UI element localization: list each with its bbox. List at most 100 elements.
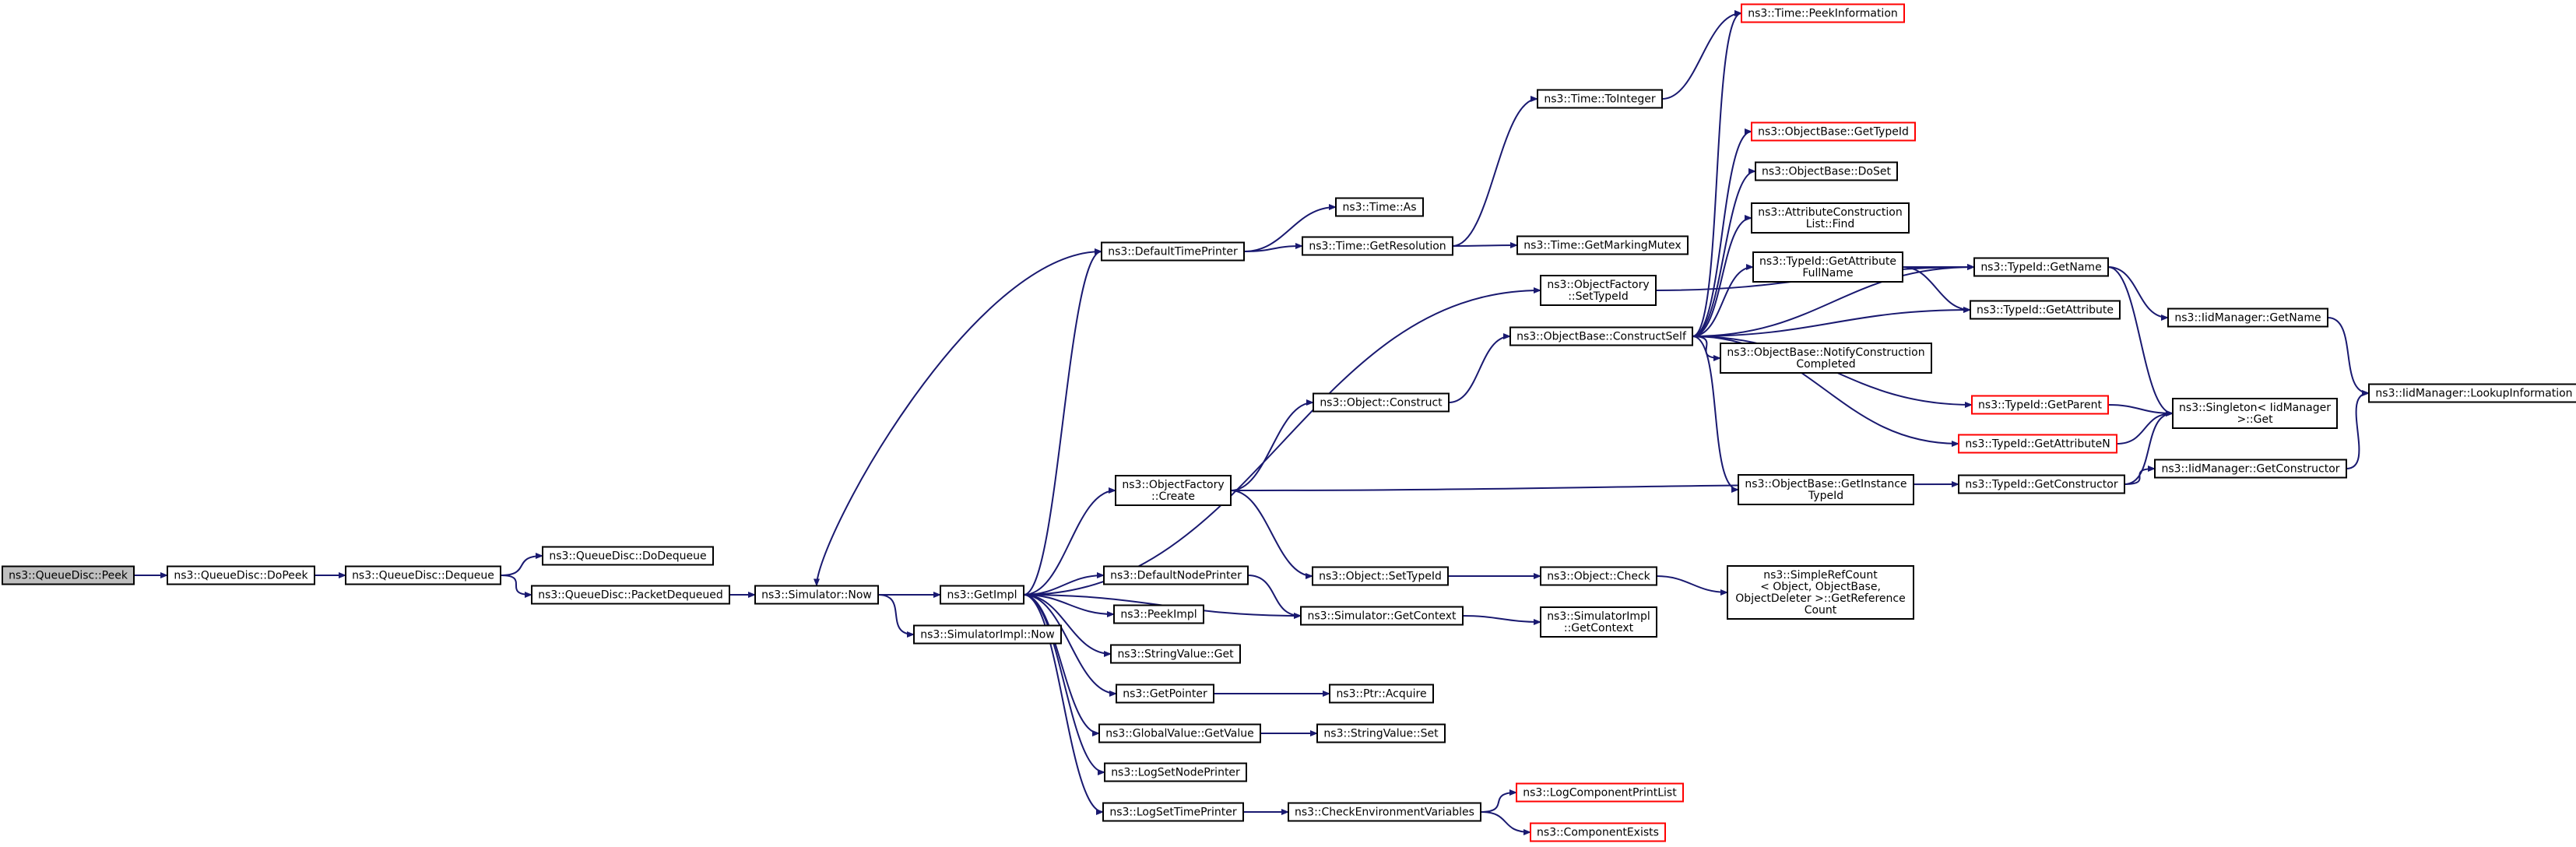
node-dodequeue[interactable]: ns3::QueueDisc::DoDequeue [542, 546, 714, 566]
node-globalvaluegetvalue[interactable]: ns3::GlobalValue::GetValue [1098, 723, 1261, 743]
node-label: TypeId [1808, 490, 1843, 502]
node-objbasegettypeid[interactable]: ns3::ObjectBase::GetTypeId [1751, 121, 1916, 142]
node-getresolution[interactable]: ns3::Time::GetResolution [1302, 236, 1453, 256]
node-notifyconstruction[interactable]: ns3::ObjectBase::NotifyConstructionCompl… [1720, 343, 1932, 374]
node-peekinformation[interactable]: ns3::Time::PeekInformation [1741, 3, 1905, 23]
edge-typeidgetconstructor-to-iidgetconstructor [2124, 466, 2156, 485]
node-box [345, 565, 501, 585]
node-label: ns3::LogSetTimePrinter [1109, 807, 1237, 819]
node-getmarkingmutex[interactable]: ns3::Time::GetMarkingMutex [1516, 235, 1689, 255]
node-packetdequeued[interactable]: ns3::QueueDisc::PacketDequeued [531, 585, 730, 605]
edge-defaultnodeprinter-to-simgetcontext [1247, 575, 1302, 619]
node-label: ns3::Object::SetTypeId [1319, 571, 1442, 583]
node-label: ns3::CheckEnvironmentVariables [1295, 807, 1474, 819]
node-box [1751, 121, 1916, 142]
edge-constructself-to-typeidgetattribute [1692, 307, 1971, 337]
node-objconstruct[interactable]: ns3::Object::Construct [1313, 392, 1450, 413]
node-defaulttimeprinter[interactable]: ns3::DefaultTimePrinter [1101, 241, 1245, 262]
node-timeas[interactable]: ns3::Time::As [1335, 197, 1424, 217]
node-label: ns3::Simulator::Now [761, 589, 872, 602]
node-box [1958, 474, 2125, 494]
node-simgetcontext[interactable]: ns3::Simulator::GetContext [1300, 606, 1464, 626]
edge-getimpl-to-peekimpl [1023, 594, 1115, 617]
node-dopeek[interactable]: ns3::QueueDisc::DoPeek [167, 565, 315, 585]
edge-getimpl-to-getpointer [1023, 594, 1117, 697]
node-label: ns3::ObjectBase::NotifyConstruction [1727, 346, 1924, 359]
node-checkenvvars[interactable]: ns3::CheckEnvironmentVariables [1288, 802, 1481, 822]
edge-getimpl-to-logsetnodeprinter [1023, 594, 1105, 775]
edge-tointeger-to-peekinformation [1661, 10, 1742, 100]
edges-layer [134, 10, 2370, 835]
node-doset[interactable]: ns3::ObjectBase::DoSet [1755, 161, 1898, 181]
node-stringvalueget[interactable]: ns3::StringValue::Get [1110, 644, 1241, 664]
node-typeidgetname[interactable]: ns3::TypeId::GetName [1973, 257, 2109, 277]
node-label: ns3::TypeId::GetAttributeN [1965, 438, 2110, 451]
node-label: ns3::AttributeConstruction [1758, 206, 1902, 219]
node-peekimpl[interactable]: ns3::PeekImpl [1113, 604, 1204, 624]
node-getpointer[interactable]: ns3::GetPointer [1116, 684, 1214, 704]
node-objfactorysettypeid[interactable]: ns3::ObjectFactory::SetTypeId [1540, 275, 1657, 306]
node-label: ns3::SimpleRefCount [1763, 569, 1878, 582]
node-constructself[interactable]: ns3::ObjectBase::ConstructSelf [1509, 326, 1693, 346]
node-logsetnodeprinter[interactable]: ns3::LogSetNodePrinter [1104, 762, 1247, 782]
node-box [2154, 459, 2347, 479]
node-label: ns3::QueueDisc::DoDequeue [549, 550, 706, 563]
node-label: FullName [1802, 267, 1853, 279]
node-typeidgetparent[interactable]: ns3::TypeId::GetParent [1971, 395, 2109, 415]
edge-getimpl-to-objfactorycreate [1023, 487, 1116, 596]
edge-iidgetname-to-lookupinformation [2327, 317, 2370, 396]
node-componentexists[interactable]: ns3::ComponentExists [1530, 822, 1666, 842]
node-iidgetname[interactable]: ns3::IidManager::GetName [2167, 308, 2328, 328]
node-singletonget[interactable]: ns3::Singleton< IidManager>::Get [2172, 398, 2338, 429]
node-ptracquire[interactable]: ns3::Ptr::Acquire [1329, 684, 1434, 704]
node-lookupinformation[interactable]: ns3::IidManager::LookupInformation [2368, 383, 2576, 403]
edge-getimpl-to-logsettimeprinter [1023, 594, 1104, 815]
node-typeidgetattribute[interactable]: ns3::TypeId::GetAttribute [1970, 300, 2121, 320]
node-iidgetconstructor[interactable]: ns3::IidManager::GetConstructor [2154, 459, 2347, 479]
node-label: Count [1805, 604, 1837, 617]
node-label: ns3::TypeId::GetAttribute [1977, 304, 2114, 317]
node-label: ns3::Time::ToInteger [1544, 93, 1656, 106]
node-label: ns3::DefaultTimePrinter [1108, 246, 1238, 258]
node-objsettypeid[interactable]: ns3::Object::SetTypeId [1312, 566, 1449, 586]
node-label: Completed [1796, 358, 1855, 371]
node-box [2167, 308, 2328, 328]
node-simnow[interactable]: ns3::Simulator::Now [754, 585, 879, 605]
node-typeidgetconstructor[interactable]: ns3::TypeId::GetConstructor [1958, 474, 2125, 494]
node-box [1335, 197, 1424, 217]
node-label: ns3::Ptr::Acquire [1336, 688, 1426, 701]
node-simplerefcount[interactable]: ns3::SimpleRefCount< Object, ObjectBase,… [1727, 565, 1914, 620]
node-logcomponentprintlist[interactable]: ns3::LogComponentPrintList [1516, 782, 1684, 803]
node-getimpl[interactable]: ns3::GetImpl [940, 585, 1024, 605]
node-box [1720, 343, 1932, 374]
edge-getimpl-to-objfactorysettypeid [1023, 287, 1541, 596]
edge-typeidgetname-to-iidgetname [2107, 266, 2169, 321]
node-label: ns3::SimulatorImpl::Now [920, 629, 1055, 641]
node-box [1116, 684, 1214, 704]
node-simimplnow[interactable]: ns3::SimulatorImpl::Now [913, 624, 1062, 645]
node-box [1509, 326, 1693, 346]
node-logsettimeprinter[interactable]: ns3::LogSetTimePrinter [1102, 802, 1244, 822]
node-label: ns3::TypeId::GetName [1980, 262, 2101, 274]
node-stringvalueset[interactable]: ns3::StringValue::Set [1316, 723, 1446, 743]
node-dequeue[interactable]: ns3::QueueDisc::Dequeue [345, 565, 501, 585]
node-tointeger[interactable]: ns3::Time::ToInteger [1537, 89, 1663, 109]
node-typeidgetattributen[interactable]: ns3::TypeId::GetAttributeN [1958, 434, 2117, 454]
node-objfactorycreate[interactable]: ns3::ObjectFactory::Create [1115, 475, 1232, 506]
node-label: List::Find [1806, 218, 1855, 230]
node-label: ns3::LogComponentPrintList [1523, 787, 1677, 800]
node-defaultnodeprinter[interactable]: ns3::DefaultNodePrinter [1103, 565, 1249, 585]
node-label: ns3::Time::GetMarkingMutex [1523, 240, 1681, 252]
node-objcheck[interactable]: ns3::Object::Check [1540, 566, 1657, 586]
edge-simnow-to-simimplnow [877, 594, 915, 638]
node-box [1312, 566, 1449, 586]
node-simimplgetcontext[interactable]: ns3::SimulatorImpl::GetContext [1540, 606, 1657, 638]
edge-constructself-to-doset [1692, 168, 1756, 337]
node-label: ns3::TypeId::GetParent [1978, 399, 2102, 412]
node-peek[interactable]: ns3::QueueDisc::Peek [2, 565, 135, 585]
node-box [1755, 161, 1898, 181]
node-box [1751, 202, 1910, 234]
